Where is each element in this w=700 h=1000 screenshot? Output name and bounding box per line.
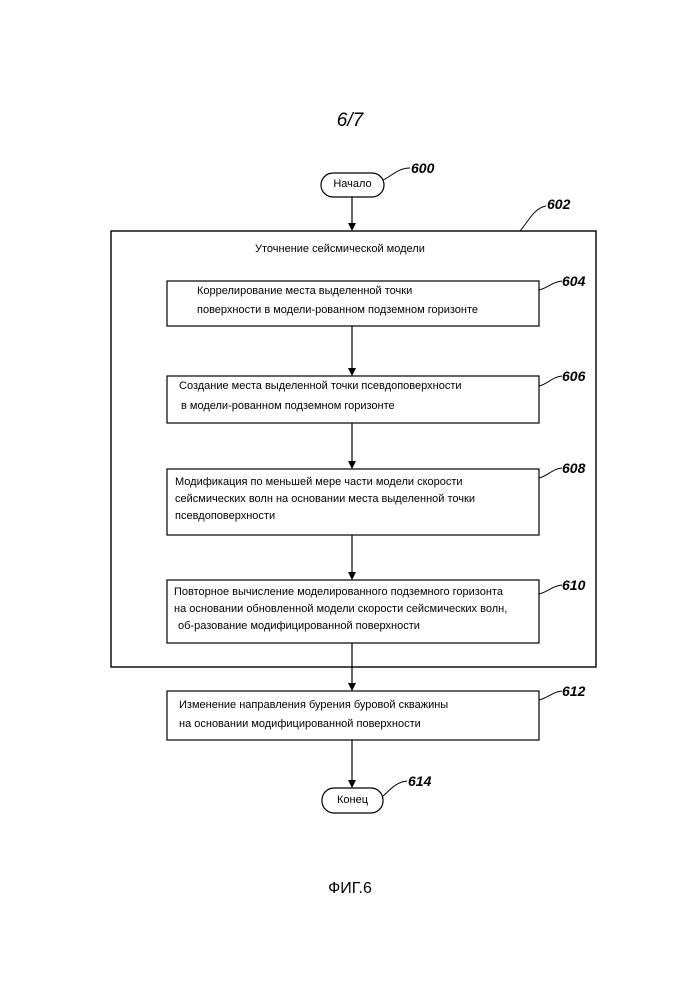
step-ref-leader-608 xyxy=(539,468,562,478)
step-606-line-2: в модели-рованном подземном горизонте xyxy=(181,401,395,412)
figure-caption: ФИГ.6 xyxy=(0,880,700,898)
step-604-ref: 604 xyxy=(562,273,585,289)
step-610-ref: 610 xyxy=(562,577,585,593)
end-label: Конец xyxy=(322,795,383,806)
group-title: Уточнение сейсмической модели xyxy=(255,244,425,255)
step-612-ref: 612 xyxy=(562,683,585,699)
step-612-line-1: Изменение направления бурения буровой ск… xyxy=(179,700,448,711)
step-606-line-1: Создание места выделенной точки псевдопо… xyxy=(179,381,462,392)
step-604-line-2: поверхности в модели-рованном подземном … xyxy=(197,305,478,316)
step-610-line-2: на основании обновленной модели скорости… xyxy=(174,604,507,615)
group-ref: 602 xyxy=(547,196,570,212)
start-label: Начало xyxy=(321,179,384,190)
step-608-line-1: Модификация по меньшей мере части модели… xyxy=(175,477,463,488)
step-ref-leader-612 xyxy=(539,691,562,700)
start-ref: 600 xyxy=(411,160,434,176)
step-610-line-1: Повторное вычисление моделированного под… xyxy=(174,587,503,598)
end-ref: 614 xyxy=(408,773,431,789)
step-608-line-2: сейсмических волн на основании места выд… xyxy=(175,494,475,505)
step-608-ref: 608 xyxy=(562,460,585,476)
group-ref-leader xyxy=(520,206,546,231)
start-ref-leader xyxy=(383,168,410,180)
step-604-line-1: Коррелирование места выделенной точки xyxy=(197,286,412,297)
end-ref-leader xyxy=(383,781,407,796)
step-ref-leader-610 xyxy=(539,585,562,594)
step-610-line-3: об-разование модифицированной поверхност… xyxy=(178,621,420,632)
step-608-line-3: псевдоповерхности xyxy=(175,511,275,522)
step-612-line-2: на основании модифицированной поверхност… xyxy=(179,719,421,730)
step-ref-leader-604 xyxy=(539,281,562,290)
step-606-ref: 606 xyxy=(562,368,585,384)
step-ref-leader-606 xyxy=(539,376,562,386)
